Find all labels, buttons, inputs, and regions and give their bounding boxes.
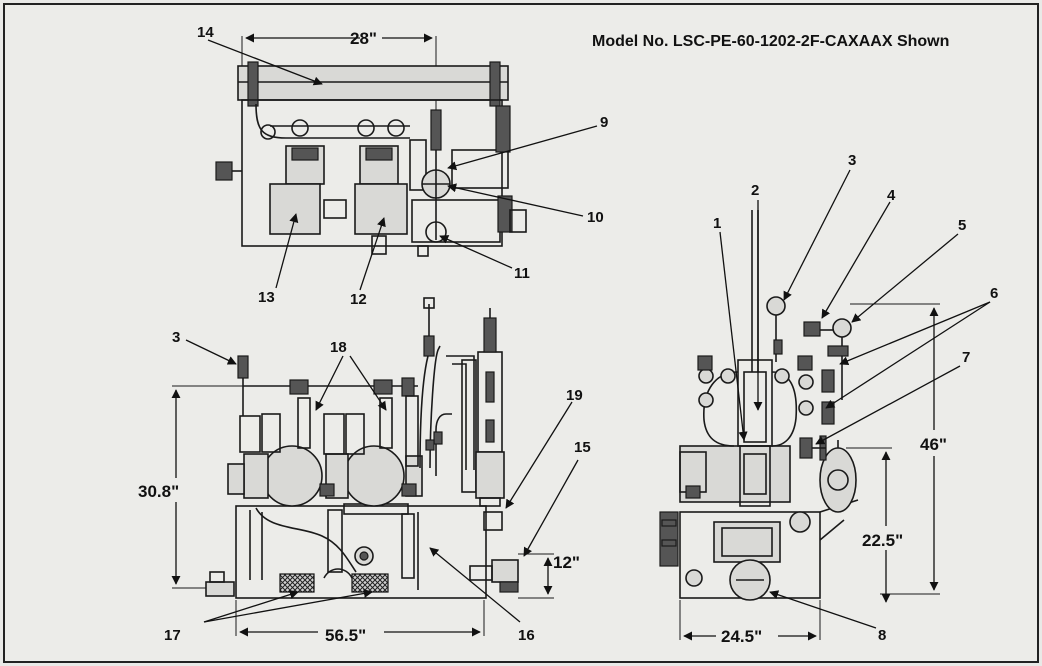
callout-5: 5 — [958, 217, 966, 234]
callout-6: 6 — [990, 285, 998, 302]
callout-9: 9 — [600, 114, 608, 131]
callout-4: 4 — [887, 187, 896, 204]
callout-19: 19 — [566, 387, 583, 404]
dim-height-side: 46" — [920, 435, 947, 454]
callout-15: 15 — [574, 439, 591, 456]
top-view: 28" — [197, 24, 608, 308]
callout-7: 7 — [962, 349, 970, 366]
callout-16: 16 — [518, 627, 535, 644]
dim-length-front: 56.5" — [325, 626, 366, 645]
dim-width-side: 24.5" — [721, 627, 762, 646]
callout-2: 2 — [751, 182, 759, 199]
dim-height-front: 30.8" — [138, 482, 179, 501]
callout-8: 8 — [878, 627, 886, 644]
side-view: 46" 22.5" 24.5" 1 2 3 4 5 6 7 8 — [659, 152, 998, 646]
callout-1: 1 — [713, 215, 721, 232]
callout-12: 12 — [350, 291, 367, 308]
callout-13: 13 — [258, 289, 275, 306]
front-view: 30.8" 56.5" — [138, 297, 591, 645]
strainer-right — [351, 573, 389, 593]
dim-inlet-height: 12" — [553, 553, 580, 572]
strainer-left — [279, 573, 315, 593]
model-title: Model No. LSC-PE-60-1202-2F-CAXAAX Shown — [592, 33, 949, 50]
callout-17: 17 — [164, 627, 181, 644]
callout-10: 10 — [587, 209, 604, 226]
callout-11: 11 — [514, 265, 530, 282]
callout-14: 14 — [197, 24, 214, 41]
page-border — [3, 3, 1039, 663]
callout-3-side: 3 — [848, 152, 856, 169]
dim-width-top: 28" — [350, 29, 377, 48]
callout-3-front: 3 — [172, 329, 180, 346]
callout-18: 18 — [330, 339, 347, 356]
dim-base-height-side: 22.5" — [862, 531, 903, 550]
